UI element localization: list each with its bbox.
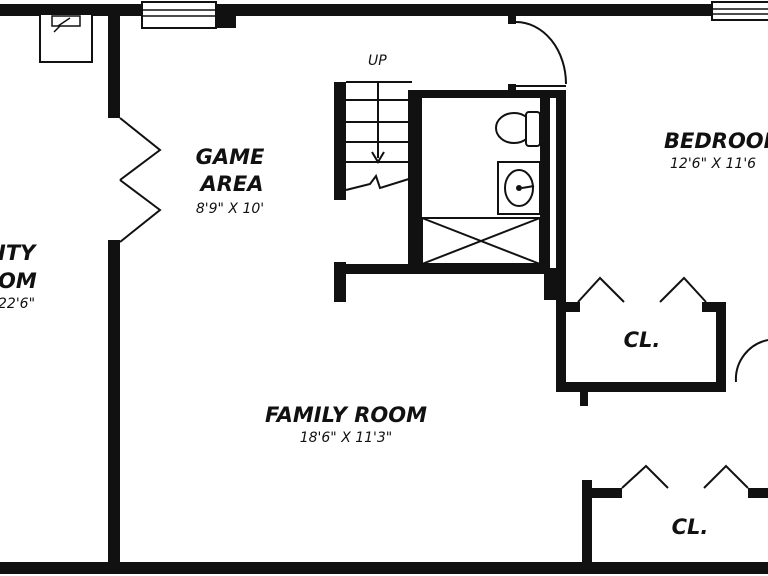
top-wall-left bbox=[0, 4, 142, 16]
window-game-area bbox=[141, 1, 217, 29]
utility-room-label-line1: ITY bbox=[0, 241, 37, 265]
window-bedroom bbox=[711, 1, 768, 21]
exterior-walls bbox=[0, 4, 768, 574]
game-area-label-line1: GAME bbox=[196, 145, 265, 169]
closet-upper-label: CL. bbox=[624, 328, 661, 352]
family-room-dims: 18'6" X 11'3" bbox=[300, 430, 393, 446]
utility-room-dims: 22'6" bbox=[0, 296, 35, 312]
bedroom-door bbox=[508, 14, 567, 94]
utility-wall bbox=[108, 16, 120, 562]
bifold-door-closet-lower bbox=[621, 464, 749, 489]
shower-icon bbox=[421, 217, 541, 265]
bifold-door-closet-upper bbox=[577, 276, 707, 303]
closet-lower-label: CL. bbox=[672, 515, 709, 539]
stairs bbox=[334, 81, 413, 200]
sink-icon bbox=[497, 161, 541, 215]
family-room-label: FAMILY ROOM bbox=[265, 403, 427, 427]
utility-room-label-line2: OM bbox=[0, 269, 37, 293]
bathroom-walls bbox=[334, 90, 566, 302]
door-swing-right bbox=[734, 339, 768, 383]
closet-upper-walls bbox=[556, 300, 726, 406]
top-wall-mid bbox=[216, 4, 716, 16]
closet-lower-walls bbox=[582, 480, 768, 564]
bedroom-dims: 12'6" X 11'6 bbox=[670, 156, 756, 172]
game-area-dims: 8'9" X 10' bbox=[196, 201, 264, 217]
game-area-label-line2: AREA bbox=[198, 172, 263, 196]
bottom-wall bbox=[0, 562, 768, 574]
bifold-door-utility bbox=[119, 117, 162, 243]
bedroom-label: BEDROOM bbox=[664, 129, 768, 153]
washer-icon bbox=[39, 13, 93, 63]
stairs-up-label: UP bbox=[368, 53, 387, 69]
top-wall-corner bbox=[216, 4, 236, 28]
toilet-icon bbox=[495, 111, 541, 147]
